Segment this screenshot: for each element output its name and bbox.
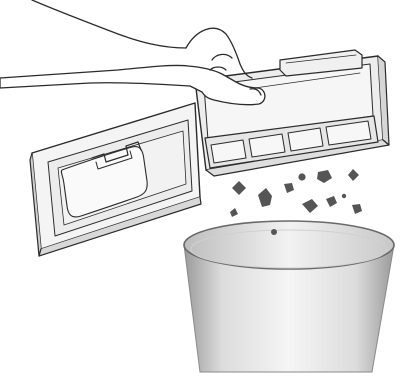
- drawer-door-icon: [30, 103, 201, 256]
- waste-bin-icon: [184, 221, 394, 372]
- hand-icon: [0, 0, 265, 105]
